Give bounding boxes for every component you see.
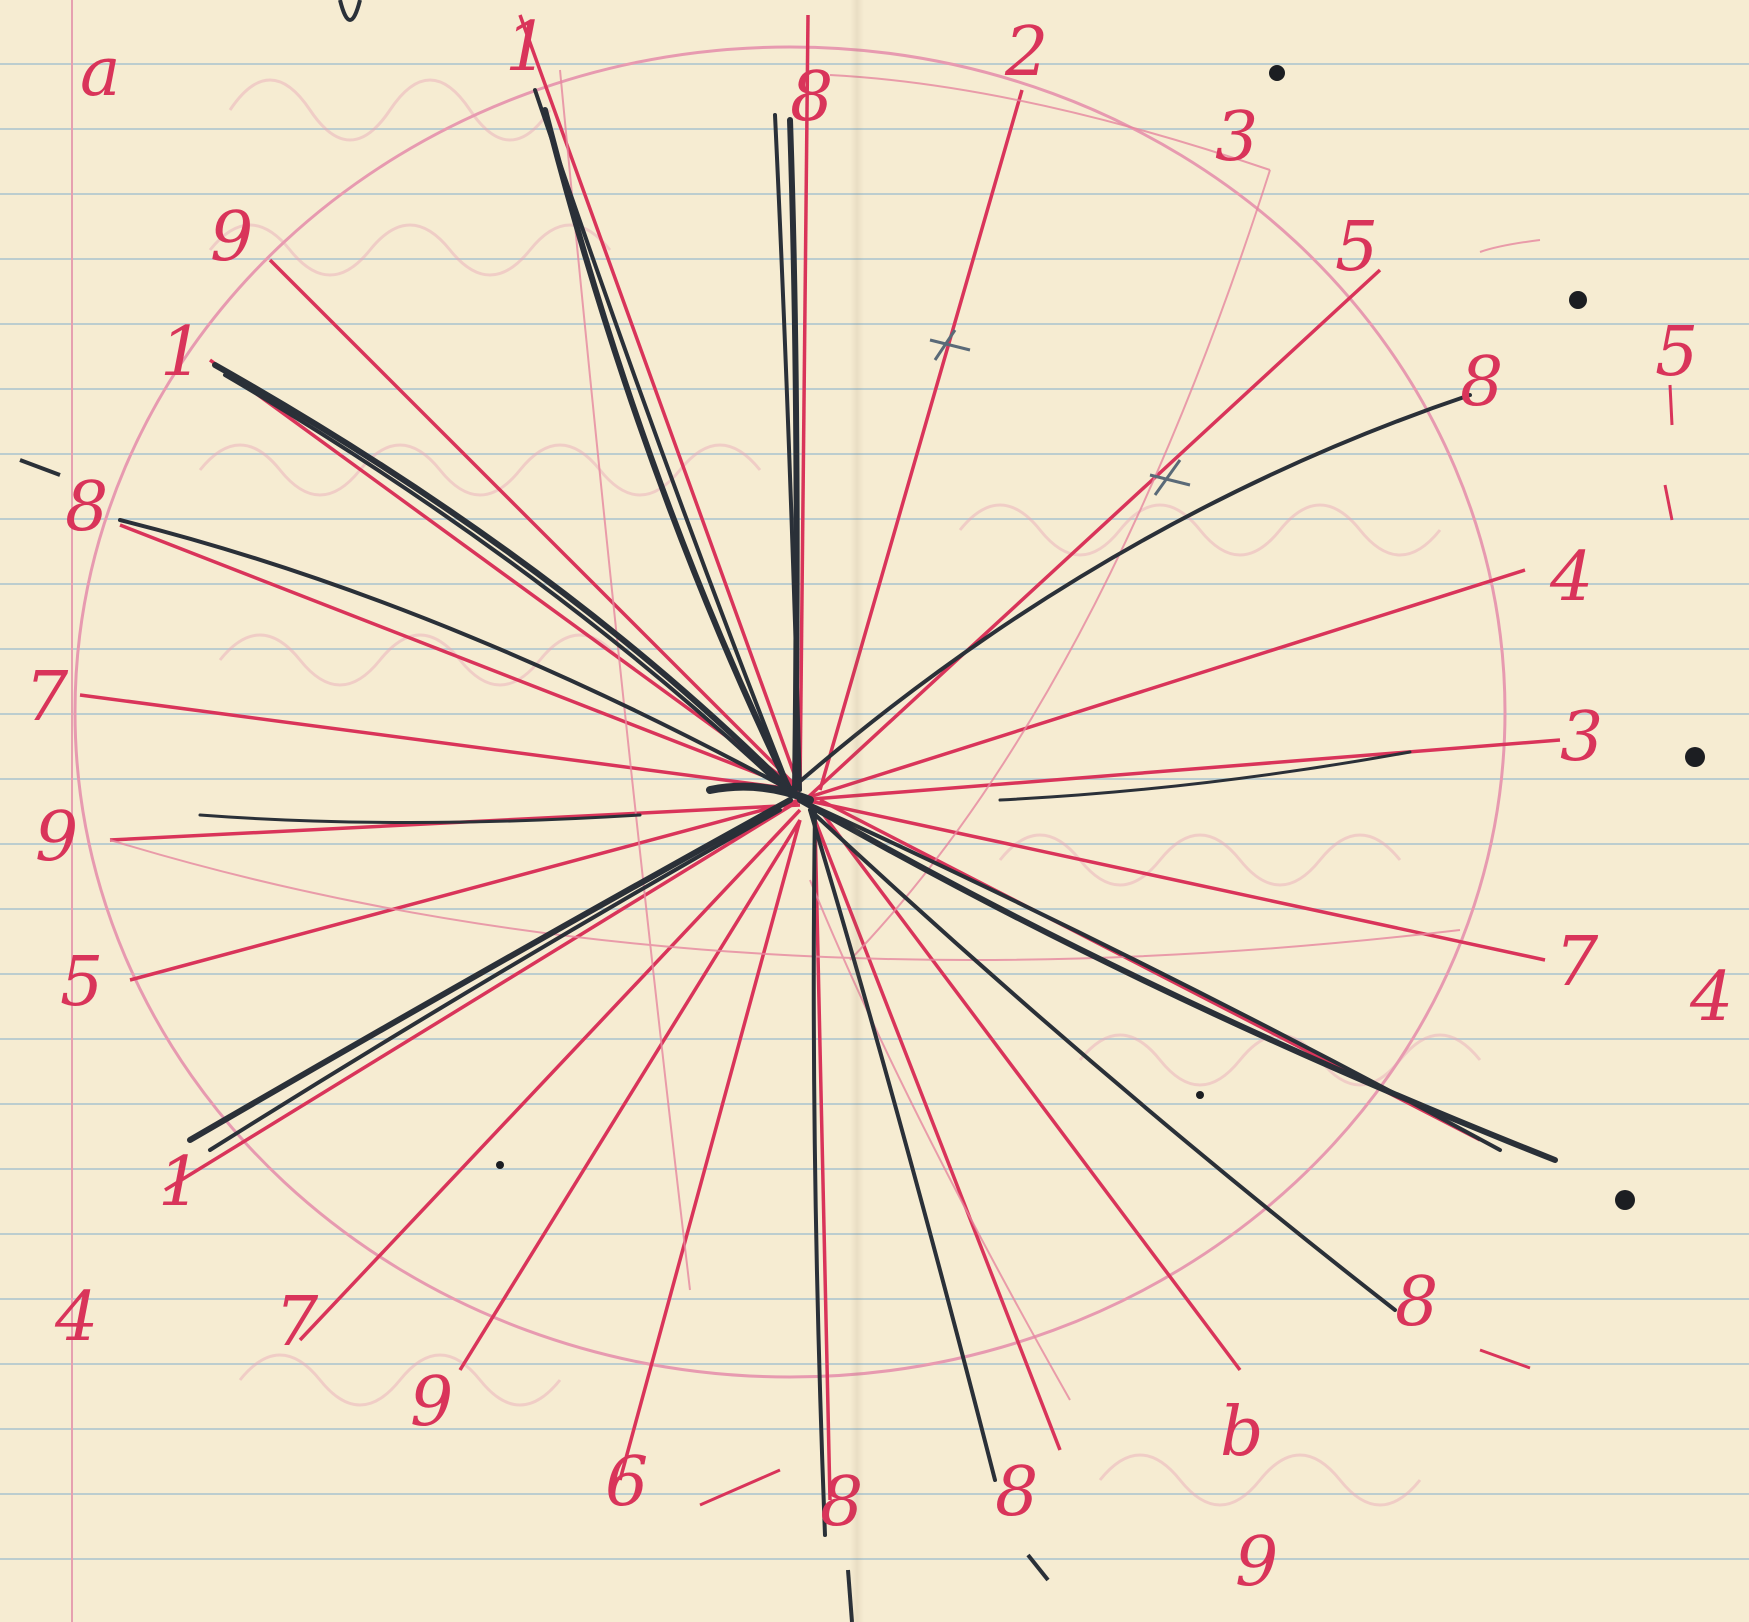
- label-rim-6-bottom: 6: [605, 1443, 648, 1522]
- label-a: a: [80, 33, 121, 112]
- label-rim-top-1: 1: [505, 8, 548, 87]
- label-outer-9-bottom: 9: [1235, 1523, 1278, 1602]
- label-rim-3: 3: [1215, 98, 1258, 177]
- label-outer-4-left: 4: [54, 1278, 98, 1357]
- label-rim-b: b: [1220, 1393, 1264, 1472]
- label-rim-7-left: 7: [25, 658, 69, 737]
- label-rim-8-bottom: 8: [820, 1463, 863, 1542]
- label-rim-7-right: 7: [1555, 923, 1599, 1002]
- label-rim-5-left: 5: [60, 943, 103, 1022]
- label-rim-1-lower-left: 1: [158, 1143, 201, 1222]
- label-outer-4: 4: [1689, 958, 1733, 1037]
- label-rim-3-right: 3: [1560, 698, 1603, 777]
- cross-marks: [930, 330, 1190, 495]
- label-rim-8-left: 8: [65, 468, 108, 547]
- rim-labels: a 1 8 2 3 5 8 4 3 7 8 b 8 8 6 9 7 1 5 9 …: [25, 8, 1733, 1602]
- label-rim-4-right: 4: [1549, 538, 1593, 617]
- outer-circle: [75, 47, 1505, 1377]
- label-rim-9-bottom-left: 9: [410, 1363, 453, 1442]
- ink-dots: [496, 65, 1705, 1210]
- label-rim-5: 5: [1335, 208, 1378, 287]
- label-rim-top-8: 8: [790, 58, 833, 137]
- label-rim-8-bottom-right: 8: [1395, 1263, 1438, 1342]
- label-rim-8-right: 8: [1460, 343, 1503, 422]
- label-rim-1-upper-left: 1: [160, 313, 203, 392]
- label-outer-5: 5: [1655, 313, 1698, 392]
- label-rim-2: 2: [1004, 13, 1048, 92]
- stray-marks: [700, 385, 1672, 1505]
- label-rim-9-left: 9: [35, 798, 78, 877]
- label-rim-8-lower-right: 8: [995, 1453, 1038, 1532]
- faint-handwriting: [200, 80, 1480, 1505]
- label-rim-9-upper-left: 9: [210, 198, 253, 277]
- label-rim-7-bottom-left: 7: [275, 1283, 319, 1362]
